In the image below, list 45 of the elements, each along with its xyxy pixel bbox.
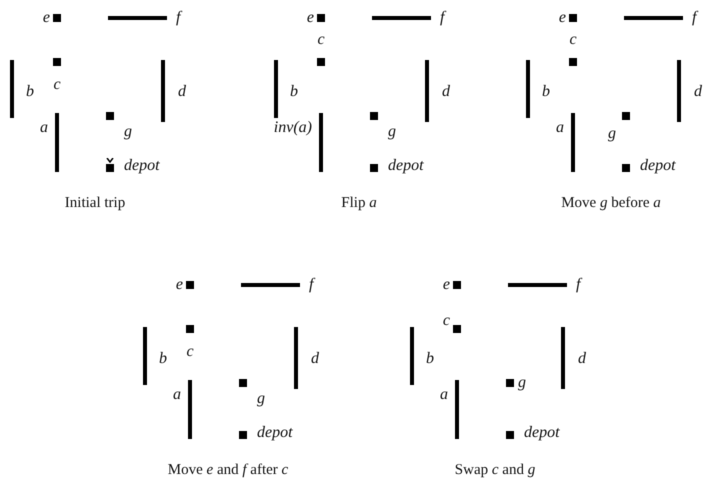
point-label: d [694,83,702,101]
point-label: e [442,276,450,294]
point-label: depot [640,157,676,175]
point-label: b [159,350,167,368]
panel-caption: Move e and f after c [168,461,288,479]
point-label: f [309,276,314,294]
point-label: d [442,83,450,101]
point-label: b [290,83,298,101]
point-label: f [176,9,180,27]
panel-caption: Flip a [341,194,377,212]
panel-caption: Initial trip [64,194,126,212]
point-label: g [124,123,132,141]
point-label: g [388,123,396,141]
panel-caption: Swap c and g [454,461,536,479]
point-label: depot [124,157,160,175]
point-label: d [578,350,586,368]
point-label: inv(a) [274,119,312,137]
point-label: depot [524,424,560,442]
point-label: e [306,9,314,27]
point-label: b [426,350,434,368]
panel-caption: Move g before a [561,194,661,212]
point-label: e [42,9,50,27]
point-label: d [178,83,186,101]
point-label: g [518,374,526,392]
point-label: c [317,31,325,49]
point-label: f [440,9,444,27]
point-label: f [692,9,696,27]
point-label: g [257,390,265,408]
point-label: a [440,386,448,404]
point-label: b [542,83,550,101]
point-label: a [556,119,564,137]
point-label: e [558,9,566,27]
point-label: d [311,350,319,368]
point-label: c [569,31,577,49]
point-label: c [53,76,61,94]
point-label: depot [257,424,293,442]
point-label: e [176,276,183,294]
point-label: a [40,119,48,137]
point-label: c [186,343,194,361]
point-label: c [442,312,450,330]
point-label: a [173,386,181,404]
point-label: f [576,276,580,294]
point-label: b [26,83,34,101]
point-label: g [608,125,616,143]
point-label: depot [388,157,424,175]
